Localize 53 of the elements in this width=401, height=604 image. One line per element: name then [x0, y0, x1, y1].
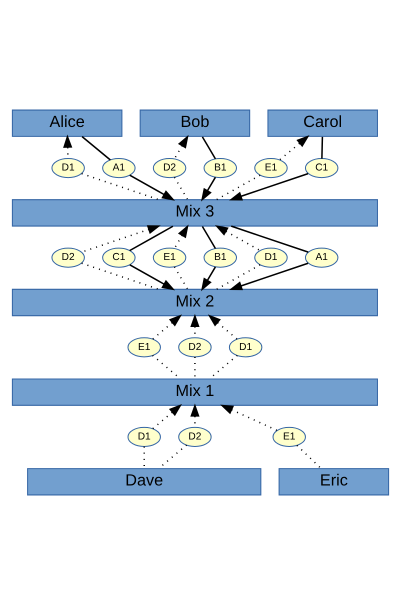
connector	[81, 262, 159, 290]
arrow	[152, 404, 182, 429]
node-ellipse: E1	[254, 158, 288, 178]
node-ellipse: D1	[51, 158, 85, 178]
arrow	[152, 314, 182, 340]
node-ellipse: D1	[127, 426, 161, 446]
node-box: Dave	[27, 468, 262, 495]
node-box: Alice	[12, 109, 122, 136]
node-box: Bob	[140, 109, 250, 136]
arrow	[174, 134, 189, 159]
node-ellipse: C1	[304, 158, 338, 178]
arrow	[278, 134, 310, 160]
node-ellipse: E1	[272, 426, 306, 446]
connector	[82, 136, 111, 160]
connector	[202, 226, 216, 248]
node-ellipse: E1	[152, 247, 186, 268]
connector	[202, 136, 216, 159]
node-box: Eric	[278, 468, 390, 495]
node-ellipse: E1	[127, 336, 161, 357]
node-box: Mix 1	[12, 378, 378, 406]
node-box: Carol	[267, 109, 378, 136]
connector	[296, 444, 322, 468]
node-ellipse: B1	[204, 247, 237, 268]
node-box: Mix 2	[12, 288, 378, 316]
node-ellipse: D2	[178, 336, 212, 357]
node-ellipse: A1	[102, 158, 136, 178]
node-ellipse: D1	[228, 336, 262, 357]
node-ellipse: C1	[102, 247, 136, 268]
arrow	[201, 176, 216, 202]
node-ellipse: D2	[178, 426, 212, 446]
arrow	[229, 262, 308, 290]
connector	[174, 266, 188, 290]
arrow	[174, 224, 189, 248]
arrow	[214, 224, 261, 251]
node-ellipse: D2	[51, 247, 85, 268]
arrow	[220, 404, 278, 431]
arrow	[129, 264, 176, 290]
arrow	[208, 314, 238, 340]
connector	[231, 224, 308, 252]
connector	[216, 174, 260, 200]
node-ellipse: D1	[254, 247, 288, 268]
arrow	[229, 172, 308, 200]
node-ellipse: A1	[304, 247, 338, 268]
connector	[129, 225, 174, 251]
connector	[216, 264, 260, 290]
connector	[321, 136, 324, 158]
connector	[81, 172, 159, 200]
node-box: Mix 3	[12, 198, 378, 226]
node-ellipse: B1	[204, 158, 237, 178]
node-ellipse: D2	[152, 158, 186, 178]
arrow	[129, 174, 176, 200]
arrow	[201, 266, 216, 291]
connector	[174, 176, 188, 200]
